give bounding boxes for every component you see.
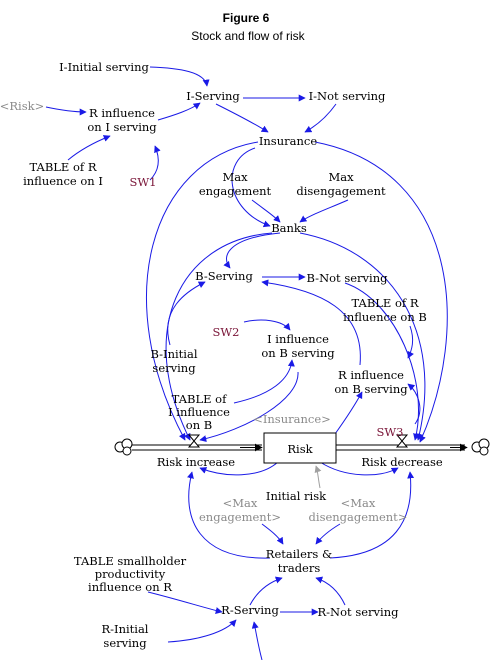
link-max-diseng-shadow-to-retailers (315, 523, 341, 545)
link-risk-to-risk-increase (199, 461, 279, 476)
link-i-initial-to-i-serving (149, 66, 210, 87)
label-r-influence-on-i-serving-2[interactable]: on I serving (87, 120, 157, 134)
label-risk-decrease[interactable]: Risk decrease (361, 455, 443, 469)
link-r-influence-b-to-b-serving (261, 279, 361, 366)
label-sw2[interactable]: SW2 (212, 325, 239, 339)
label-i-influence-on-b-serving-1[interactable]: I influence (267, 332, 329, 346)
link-retailers-to-risk-decrease (329, 471, 415, 559)
link-b-not-serving-to-risk-decrease (344, 282, 420, 441)
label-table-r-influence-on-i-1[interactable]: TABLE of R (30, 160, 97, 174)
risk-decrease-valve-icon[interactable] (395, 434, 409, 448)
link-retailers-to-risk-increase (187, 471, 271, 559)
label-max-disengagement-1[interactable]: Max (328, 170, 354, 184)
label-r-initial-serving-2[interactable]: serving (103, 636, 147, 650)
link-banks-to-risk-increase (165, 232, 273, 441)
node-labels: I-Initial serving <Risk> R influence on … (0, 60, 443, 650)
link-insurance-to-banks (231, 147, 271, 228)
risk-stock-box[interactable] (263, 432, 337, 464)
link-table-smallholder-to-r-serving (147, 591, 223, 614)
link-table-i-b-to-i-influence-b (233, 359, 295, 404)
label-b-initial-serving-1[interactable]: B-Initial (150, 347, 197, 361)
label-table-i-influence-on-b-1[interactable]: TABLE of (172, 392, 227, 406)
label-i-serving[interactable]: I-Serving (186, 89, 240, 103)
link-risk-to-r-influence-b (334, 391, 363, 435)
link-i-not-serving-to-insurance (304, 103, 337, 133)
label-b-serving[interactable]: B-Serving (195, 269, 253, 283)
label-r-influence-on-i-serving-1[interactable]: R influence (89, 106, 155, 120)
label-i-influence-on-b-serving-2[interactable]: on B serving (261, 346, 335, 360)
link-max-engagement-to-banks (251, 199, 281, 223)
link-risk-to-r-influence-i (45, 106, 87, 116)
link-initial-risk-to-risk (314, 465, 322, 489)
label-i-initial-serving[interactable]: I-Initial serving (59, 60, 149, 74)
label-table-r-influence-on-i-2[interactable]: influence on I (23, 174, 103, 188)
label-sw1[interactable]: SW1 (129, 175, 156, 189)
risk-increase-valve-icon[interactable] (187, 434, 201, 448)
label-max-engagement-2[interactable]: engagement (199, 184, 272, 198)
label-retailers-traders-1[interactable]: Retailers & (266, 547, 332, 561)
link-r-not-serving-to-retailers (315, 576, 346, 606)
link-r-initial-to-r-serving (167, 619, 237, 643)
causal-links (45, 66, 448, 660)
label-b-not-serving[interactable]: B-Not serving (307, 271, 389, 285)
label-max-disengagement-shadow-1[interactable]: <Max (341, 496, 376, 510)
label-max-engagement-shadow-2[interactable]: engagement> (199, 510, 281, 524)
label-retailers-traders-2[interactable]: traders (278, 561, 321, 575)
figure-subtitle: Stock and flow of risk (191, 29, 305, 43)
label-table-r-influence-on-b-2[interactable]: influence on B (343, 310, 427, 324)
link-risk-to-risk-decrease (319, 461, 399, 476)
label-insurance-shadow[interactable]: <Insurance> (253, 412, 331, 426)
figure-title: Figure 6 (223, 11, 270, 25)
label-table-smallholder-3[interactable]: influence on R (88, 580, 172, 594)
link-b-initial-to-b-serving (167, 281, 206, 346)
label-banks[interactable]: Banks (271, 221, 307, 235)
label-r-not-serving[interactable]: R-Not serving (318, 605, 400, 619)
label-risk[interactable]: Risk (287, 442, 313, 456)
source-cloud-icon (114, 438, 133, 456)
label-table-smallholder-1[interactable]: TABLE smallholder (74, 554, 187, 568)
label-risk-shadow[interactable]: <Risk> (0, 99, 44, 113)
label-r-serving[interactable]: R-Serving (221, 603, 279, 617)
label-sw3[interactable]: SW3 (376, 425, 403, 439)
link-banks-to-risk-decrease (299, 232, 426, 441)
link-insurance-to-risk-increase (146, 141, 259, 441)
label-r-influence-on-b-serving-1[interactable]: R influence (338, 368, 404, 382)
label-max-engagement-1[interactable]: Max (222, 170, 248, 184)
link-sw3-to-r-influence-b (407, 383, 421, 425)
link-r-influence-to-i-serving (157, 102, 201, 121)
label-max-disengagement-shadow-2[interactable]: disengagement> (309, 510, 408, 524)
label-insurance[interactable]: Insurance (259, 134, 317, 148)
label-table-i-influence-on-b-2[interactable]: I influence (168, 405, 230, 419)
link-sw1-to-r-influence-i (149, 145, 161, 181)
link-max-eng-shadow-to-retailers (261, 523, 284, 545)
link-i-serving-to-insurance (215, 103, 269, 133)
label-i-not-serving[interactable]: I-Not serving (309, 89, 386, 103)
label-r-initial-serving-1[interactable]: R-Initial (101, 622, 148, 636)
label-r-influence-on-b-serving-2[interactable]: on B serving (334, 382, 408, 396)
label-table-i-influence-on-b-3[interactable]: on B (186, 418, 212, 432)
label-table-r-influence-on-b-1[interactable]: TABLE of R (352, 296, 419, 310)
link-bottom-to-r-serving (251, 621, 263, 660)
link-max-disengagement-to-banks (299, 199, 349, 223)
label-max-disengagement-2[interactable]: disengagement (296, 184, 386, 198)
link-insurance-to-risk-decrease (314, 141, 448, 443)
link-sw2-to-i-influence-b (243, 319, 291, 331)
link-i-influence-b-to-risk-increase (199, 371, 299, 443)
link-table-r-i-to-r-influence-i (67, 135, 111, 161)
link-table-r-b-to-r-influence-b (407, 325, 414, 359)
link-r-serving-to-retailers (249, 576, 283, 606)
link-banks-to-b-serving (223, 232, 281, 269)
label-risk-increase[interactable]: Risk increase (157, 455, 235, 469)
sink-cloud-icon (471, 438, 490, 456)
label-initial-risk[interactable]: Initial risk (266, 489, 327, 503)
label-b-initial-serving-2[interactable]: serving (152, 361, 196, 375)
flow-pipes (114, 432, 490, 464)
label-max-engagement-shadow-1[interactable]: <Max (223, 496, 258, 510)
label-table-smallholder-2[interactable]: productivity (95, 567, 166, 581)
